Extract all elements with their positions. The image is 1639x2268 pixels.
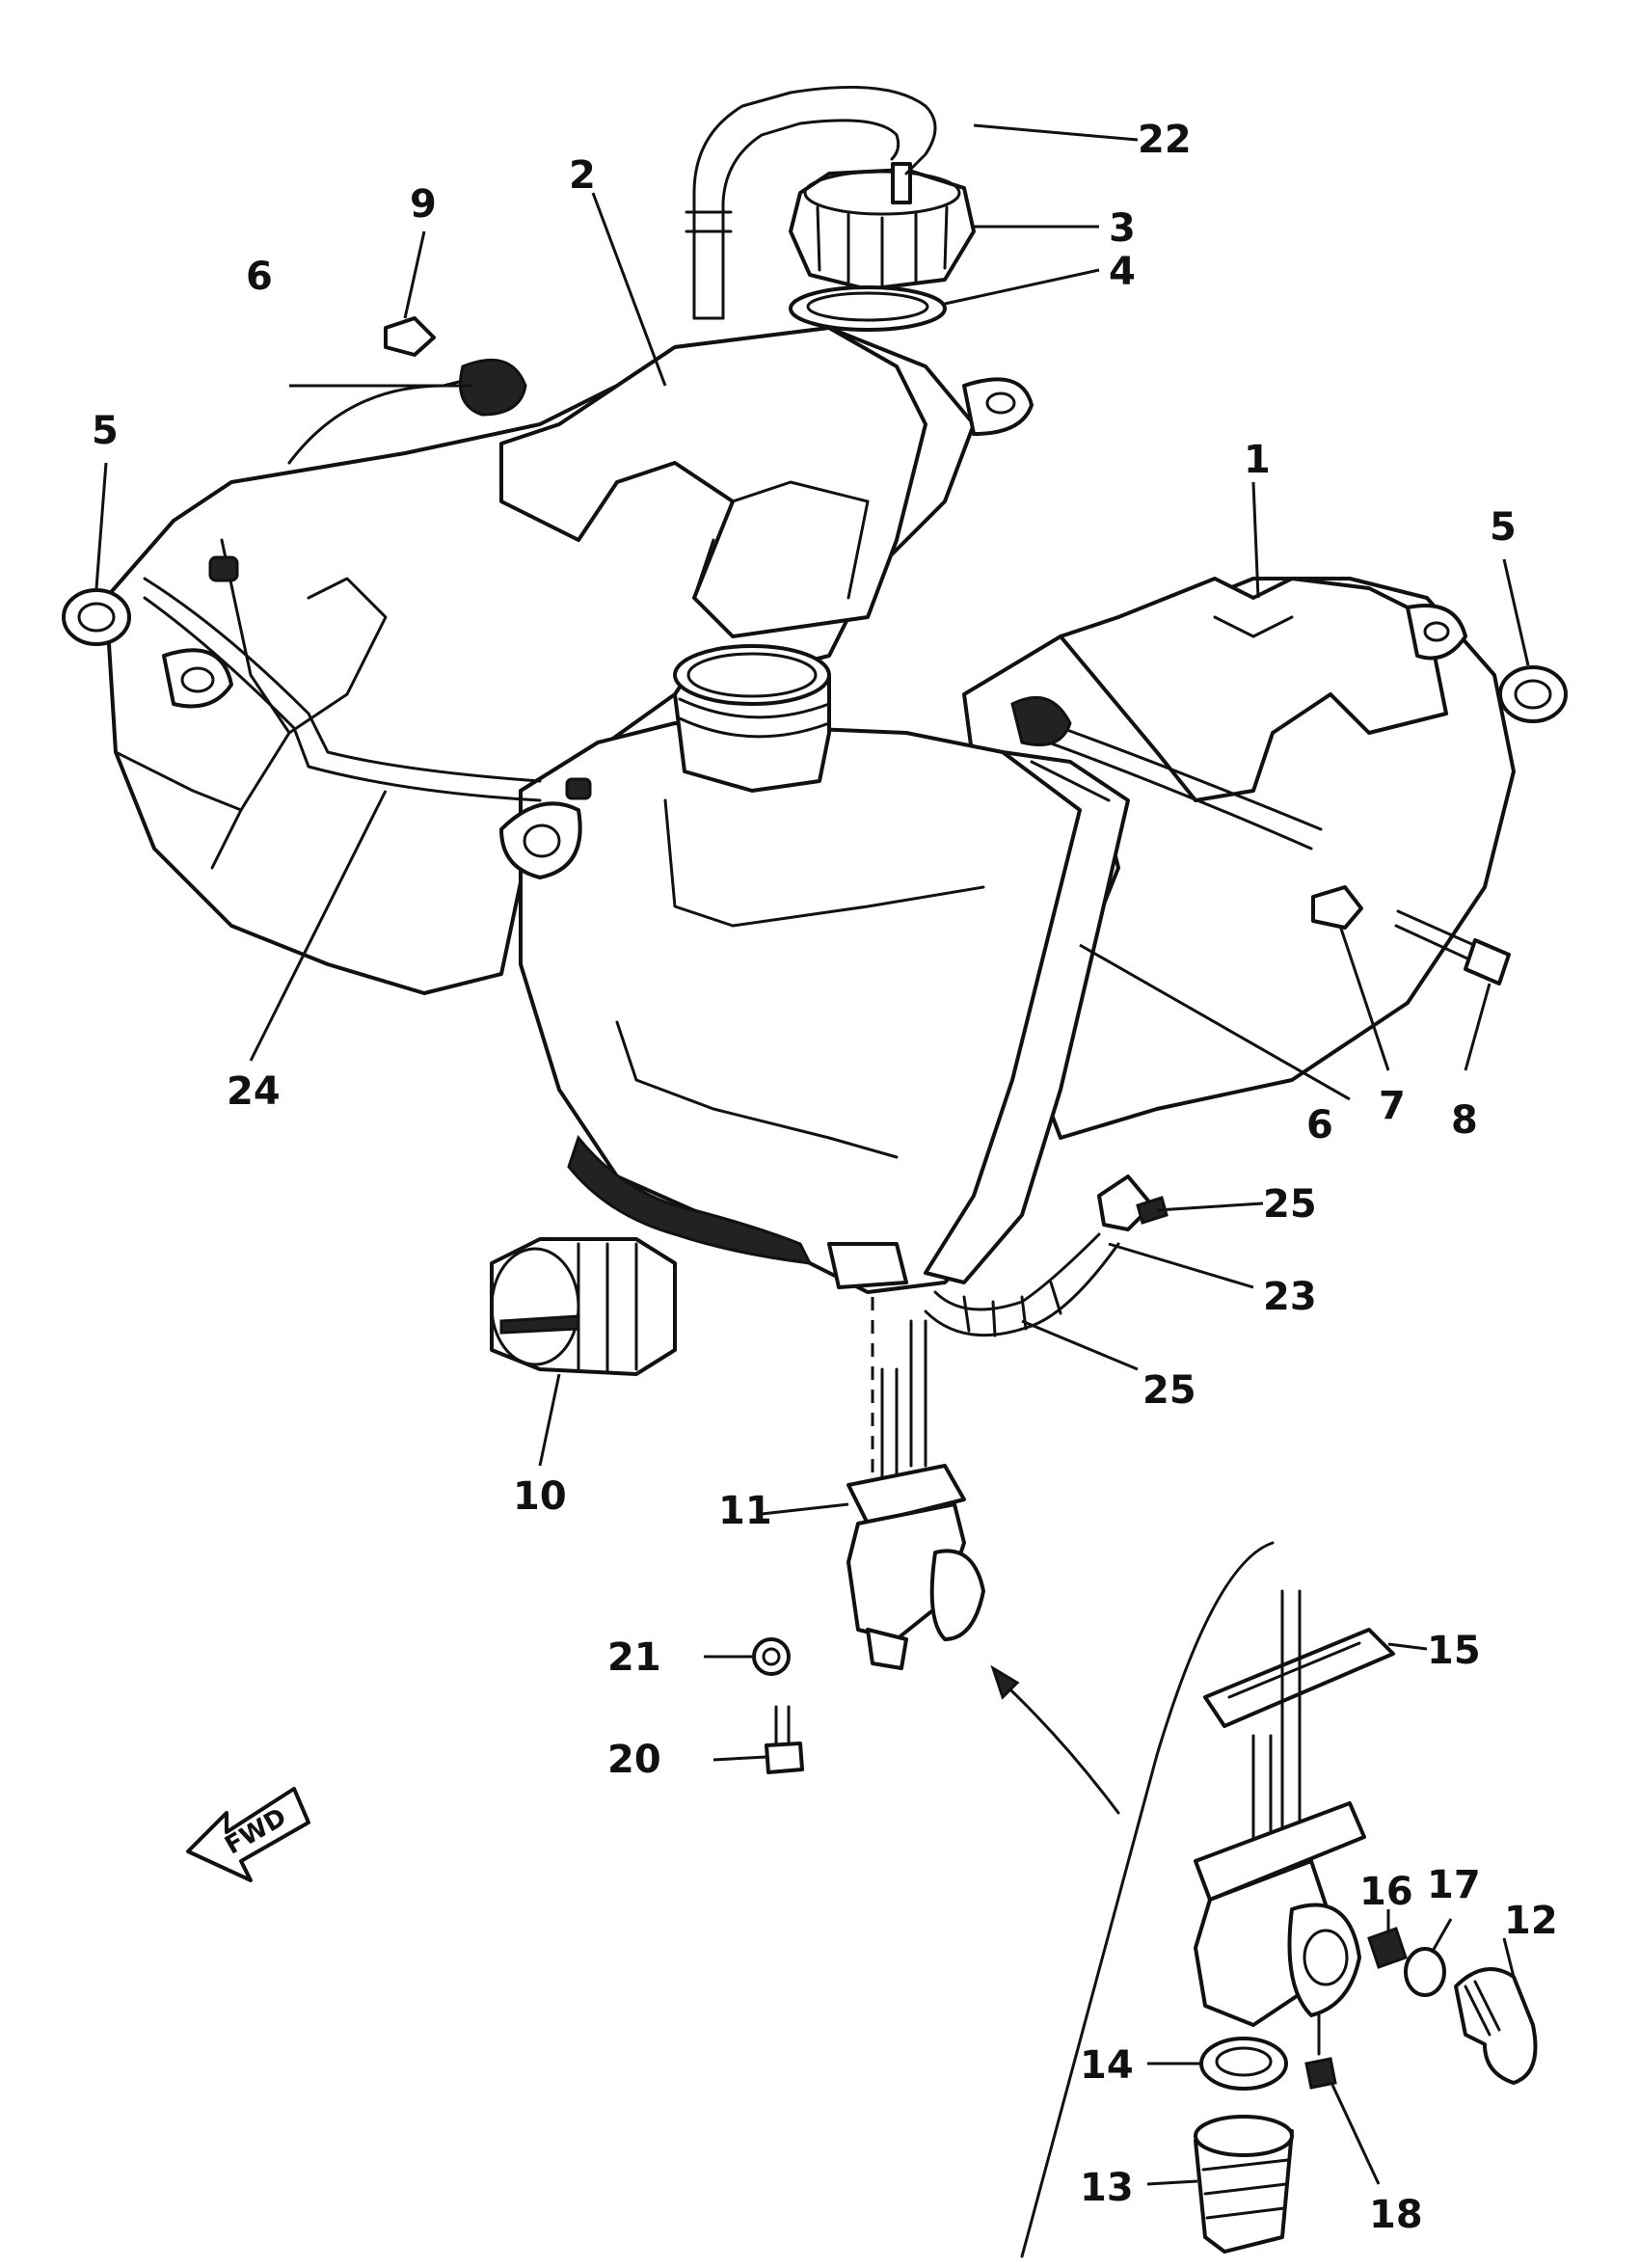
strap-clip [1311,885,1363,930]
callout-labels: 22 3 4 2 9 6 5 1 5 24 6 7 8 25 23 25 10 … [92,118,1558,2237]
breather-hose [685,85,937,320]
callout-10: 10 [513,1474,567,1519]
inset-cock-body [1194,1589,1366,2027]
washer [752,1637,791,1676]
callout-17: 17 [1427,1863,1481,1907]
callout-25: 25 [1142,1368,1196,1413]
inset-arrow-head [990,1664,1020,1700]
callout-24: 25 [1263,1182,1317,1227]
grommet-left [62,588,131,646]
hose-fitting [1097,1174,1169,1231]
callout-13: 13 [1080,2166,1134,2210]
callout-5-left: 5 [92,409,119,453]
callout-4: 4 [1109,250,1136,294]
callout-20: 21 [607,1635,661,1680]
leader-lines [94,123,1530,2186]
inset-cup [1194,2115,1294,2254]
hose-clip [384,316,436,357]
callout-16: 16 [1359,1870,1413,1914]
callout-3: 3 [1109,206,1136,251]
callout-1: 1 [1244,438,1271,482]
fuel-cap [789,162,976,291]
callout-2: 2 [569,153,596,198]
cap-gasket [789,285,947,332]
callout-9: 9 [410,182,437,227]
bolt [1394,909,1511,986]
strainer [490,1237,677,1376]
callout-19: 20 [607,1738,661,1782]
callout-5-right: 5 [1490,505,1517,550]
strap-right [1010,695,1323,850]
callout-14: 14 [1080,2043,1134,2088]
callout-22: 23 [1263,1275,1317,1319]
callout-6-top: 6 [246,255,273,299]
callout-8: 8 [1451,1098,1478,1143]
inset-spring [1367,1927,1408,1969]
callout-6-right: 6 [1306,1103,1333,1148]
inset-lever [1454,1967,1538,2085]
inset-bracket [1020,1541,1275,2258]
callout-18: 18 [1369,2193,1423,2237]
center-tank-body [499,644,1130,1294]
left-tank-half [104,326,1034,995]
grommet-right [1498,665,1568,723]
callout-23: 24 [227,1069,281,1114]
callout-12: 12 [1504,1899,1558,1943]
inset-gasket [1199,2037,1288,2091]
right-tank-half [962,577,1516,1140]
forward-direction-arrow: FWD [186,1787,310,1882]
screw [765,1705,804,1774]
callout-21: 22 [1138,118,1192,162]
callout-11: 11 [718,1489,772,1533]
callout-15: 15 [1427,1629,1481,1673]
fuel-cock [846,1319,985,1670]
inset-screw [1304,2013,1337,2090]
overflow-hose [143,555,592,802]
inset-arrow-line [996,1676,1120,1815]
inset-seal-ring [1404,1947,1446,1997]
callout-7: 7 [1379,1084,1406,1128]
